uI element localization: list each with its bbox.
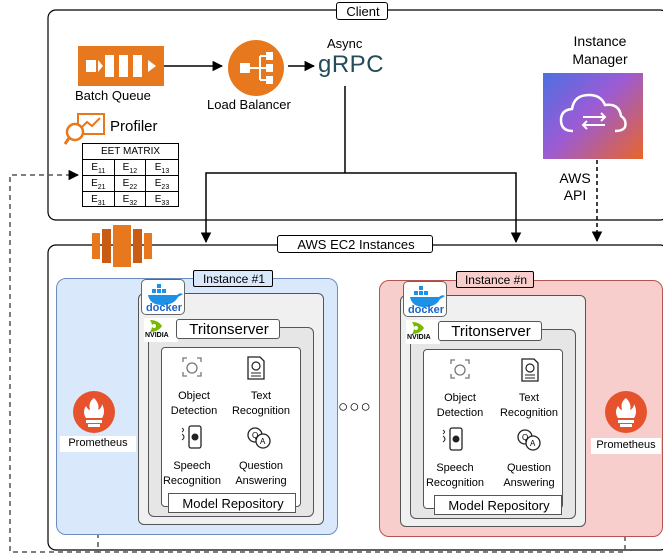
instance-1-qa-line1: Question — [238, 460, 284, 472]
instance-n-prometheus-label: Prometheus — [596, 439, 656, 451]
client-title: Client — [346, 4, 380, 19]
instance-manager-label-2: Manager — [572, 51, 628, 67]
client-title-tab: Client — [336, 2, 388, 20]
batch-queue-label: Batch Queue — [75, 88, 151, 103]
instance-n-title-tab: Instance #n — [456, 271, 534, 288]
instance-1-text-icon — [246, 356, 266, 380]
ec2-title: AWS EC2 Instances — [297, 237, 415, 252]
instance-n-prometheus-icon — [604, 390, 648, 434]
instance-n-model-repository — [423, 349, 563, 509]
instance-manager-label-1: Instance — [573, 33, 627, 49]
eet-matrix-cell: E21 — [83, 176, 115, 192]
instance-n-nvidia-label: NVIDIA — [407, 334, 431, 341]
instance-1-speech-line2: Recognition — [162, 475, 222, 487]
instance-n-text-icon — [520, 358, 540, 382]
instance-1-triton-label: Tritonserver — [189, 321, 269, 338]
profiler-label: Profiler — [110, 118, 158, 135]
grpc-label: gRPC — [318, 51, 385, 78]
arrow-grpc-to-instance1 — [200, 172, 345, 244]
instance-n-object-line1: Object — [444, 392, 476, 404]
eet-matrix-title: EET MATRIX — [100, 146, 161, 157]
instance-1-prometheus-tab: Prometheus — [60, 436, 136, 452]
svg-text:A: A — [260, 437, 266, 446]
eet-matrix-cell: E11 — [83, 160, 115, 176]
instance-1-title: Instance #1 — [202, 272, 266, 286]
instance-manager-icon — [543, 73, 643, 159]
instance-n-speech-icon — [441, 426, 465, 452]
eet-matrix-cell: E13 — [146, 160, 178, 176]
instance-n-text-line2: Recognition — [499, 407, 559, 419]
instance-n-object-line2: Detection — [436, 407, 484, 419]
instance-n-triton-label: Tritonserver — [451, 323, 531, 340]
instance-n-title: Instance #n — [464, 273, 528, 287]
eet-matrix-cell: E31 — [83, 192, 115, 206]
instance-1-prometheus-label: Prometheus — [68, 437, 128, 449]
instance-n-docker-logo: docker — [403, 281, 447, 317]
instance-n-text-line1: Text — [518, 392, 540, 404]
arrow-grpc-to-instancen — [345, 172, 522, 244]
instance-1-speech-icon — [180, 424, 204, 450]
instance-1-prometheus-icon — [72, 390, 116, 434]
instance-1-docker-logo: docker — [141, 279, 185, 315]
eet-matrix-cell: E33 — [146, 192, 178, 206]
instance-1-nvidia-label: NVIDIA — [145, 332, 169, 339]
instance-1-speech-line1: Speech — [173, 460, 211, 472]
instance-n-object-icon — [449, 358, 471, 380]
instance-n-speech-line2: Recognition — [425, 477, 485, 489]
instance-1-repository-tab: Model Repository — [168, 493, 296, 513]
instances-ellipsis: ○○○ — [338, 397, 372, 416]
instance-n-qa-line2: Answering — [503, 477, 555, 489]
load-balancer-label: Load Balancer — [207, 97, 291, 112]
profiler-icon — [63, 112, 106, 146]
instance-1-object-line2: Detection — [170, 405, 218, 417]
svg-text:Q: Q — [252, 431, 258, 440]
eet-matrix-cell: E22 — [114, 176, 147, 192]
instance-n-triton-tab: Tritonserver — [438, 321, 542, 341]
instance-1-object-line1: Object — [178, 390, 210, 402]
instance-n-speech-line1: Speech — [436, 462, 474, 474]
eet-matrix-cell: E23 — [146, 176, 178, 192]
instance-n-prometheus-tab: Prometheus — [591, 438, 661, 454]
instance-n-docker-label: docker — [407, 304, 445, 316]
instance-1-object-icon — [181, 356, 203, 378]
eet-matrix-cell: E32 — [115, 192, 147, 206]
svg-text:Q: Q — [522, 433, 528, 442]
eet-matrix-cell: E12 — [114, 160, 147, 176]
instance-n-repository-label: Model Repository — [448, 498, 550, 513]
instance-1-triton-tab: Tritonserver — [176, 319, 280, 339]
aws-api-label-2: API — [555, 187, 595, 203]
instance-1-repository-label: Model Repository — [182, 496, 284, 511]
instance-1-text-line2: Recognition — [231, 405, 291, 417]
instance-1-docker-label: docker — [145, 302, 183, 314]
async-label: Async — [327, 36, 363, 51]
instance-1-qa-line2: Answering — [235, 475, 287, 487]
instance-1-text-line1: Text — [250, 390, 272, 402]
instance-1-model-repository — [161, 347, 301, 507]
ec2-title-tab: AWS EC2 Instances — [277, 235, 433, 253]
instance-n-repository-tab: Model Repository — [434, 495, 562, 515]
ec2-icon — [92, 225, 152, 267]
instance-1-nvidia-logo: NVIDIA — [144, 318, 178, 342]
svg-text:A: A — [530, 439, 536, 448]
instance-n-nvidia-logo: NVIDIA — [406, 320, 440, 344]
instance-1-title-tab: Instance #1 — [193, 270, 273, 287]
aws-api-label-1: AWS — [555, 170, 595, 186]
instance-n-qa-line1: Question — [506, 462, 552, 474]
batch-queue-icon — [78, 46, 164, 86]
load-balancer-icon — [226, 38, 286, 98]
